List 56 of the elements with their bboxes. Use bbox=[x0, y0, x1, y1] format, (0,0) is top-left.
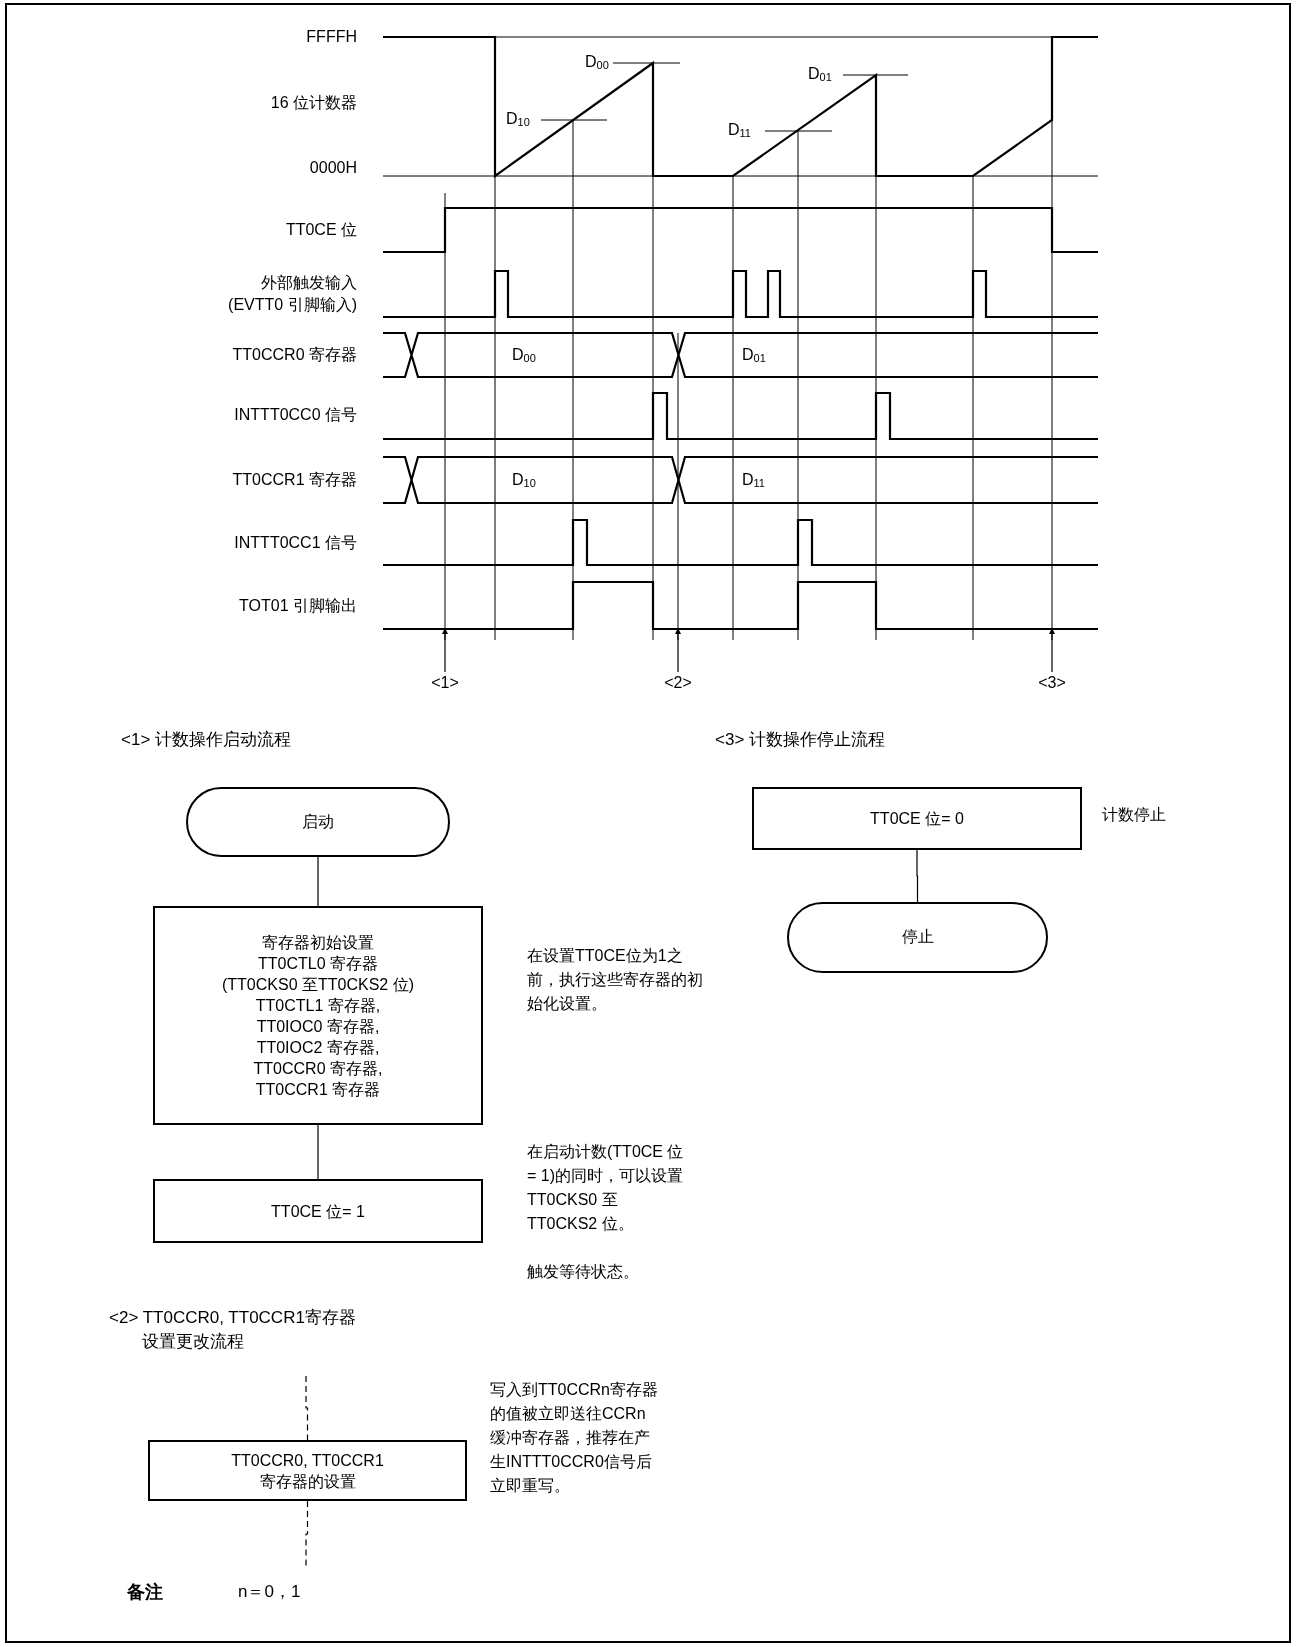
process-box bbox=[148, 1440, 467, 1501]
note-text: 触发等待状态。 bbox=[527, 1262, 640, 1282]
note-heading: 备注 bbox=[127, 1581, 164, 1604]
note-text: 写入到TT0CCRn寄存器的值被立即送往CCRn缓冲寄存器，推荐在产生INTTT0CCR0信号后立即重写。 bbox=[490, 1380, 658, 1496]
value-label: D$_{10}$ bbox=[512, 470, 537, 491]
marker-label: <1> bbox=[425, 672, 465, 694]
value-label: D$_{11}$ bbox=[728, 120, 752, 141]
arrow bbox=[442, 627, 448, 673]
marker-label: <2> bbox=[658, 672, 698, 694]
signal-label: TOT01 引脚输出 bbox=[238, 596, 357, 616]
signal-label: 外部触发输入 (EVTT0 引脚输入) bbox=[227, 273, 357, 315]
box-text: TT0CE 位= 1 bbox=[271, 1201, 365, 1222]
connector-line bbox=[317, 856, 319, 907]
signal-label: TT0CE 位 bbox=[284, 220, 357, 240]
connector-line bbox=[317, 1124, 319, 1180]
value-label: D$_{11}$ bbox=[742, 470, 766, 491]
box-text: TT0CCR0, TT0CCR1 寄存器的设置 bbox=[230, 1450, 385, 1492]
box-text: 寄存器初始设置 bbox=[262, 932, 374, 953]
box-text: TT0CCR1 寄存器 bbox=[255, 1079, 381, 1100]
signal-label: TT0CCR0 寄存器 bbox=[231, 345, 357, 365]
process-box bbox=[153, 906, 483, 1125]
signal-label: TT0CCR1 寄存器 bbox=[231, 470, 357, 490]
box-text: TT0CTL0 寄存器 bbox=[258, 953, 378, 974]
note-text: 在启动计数(TT0CE 位= 1)的同时，可以设置TT0CKS0 至TT0CKS2 位。 bbox=[527, 1142, 685, 1234]
marker-label: <3> bbox=[1032, 672, 1072, 694]
value-label: D$_{00}$ bbox=[585, 52, 610, 73]
arrow bbox=[1049, 627, 1055, 673]
note-text: 计数停止 bbox=[1102, 805, 1167, 825]
section-heading: <3> 计数操作停止流程 bbox=[715, 729, 887, 751]
connector-line bbox=[305, 1375, 309, 1441]
connector-line bbox=[916, 849, 919, 903]
note-text: n＝0，1 bbox=[238, 1581, 302, 1603]
signal-label: INTTT0CC1 信号 bbox=[233, 533, 357, 553]
signal-label: INTTT0CC0 信号 bbox=[233, 405, 357, 425]
value-label: D$_{01}$ bbox=[742, 345, 767, 366]
box-text: TT0IOC2 寄存器, bbox=[256, 1037, 380, 1058]
section-heading: <2> TT0CCR0, TT0CCR1寄存器设置更改流程 bbox=[109, 1307, 357, 1353]
value-label: D$_{01}$ bbox=[808, 64, 833, 85]
note-text: 在设置TT0CE位为1之前，执行这些寄存器的初始化设置。 bbox=[527, 946, 704, 1014]
connector-line bbox=[305, 1500, 309, 1568]
signal-label: 0000H bbox=[308, 158, 357, 178]
value-label: D$_{10}$ bbox=[506, 109, 531, 130]
section-heading: <1> 计数操作启动流程 bbox=[121, 729, 293, 751]
box-text: TT0IOC0 寄存器, bbox=[256, 1016, 380, 1037]
process-box bbox=[153, 1179, 483, 1243]
signal-label: 16 位计数器 bbox=[269, 93, 357, 113]
value-label: D$_{00}$ bbox=[512, 345, 537, 366]
signal-label: FFFFH bbox=[305, 27, 357, 47]
terminal-shape: 启动 bbox=[186, 787, 450, 857]
terminal-shape: 停止 bbox=[787, 902, 1048, 973]
box-text: TT0CTL1 寄存器, bbox=[255, 995, 381, 1016]
process-box bbox=[752, 787, 1082, 850]
box-text: (TT0CKS0 至TT0CKS2 位) bbox=[222, 974, 414, 995]
box-text: TT0CE 位= 0 bbox=[870, 809, 964, 829]
arrow bbox=[675, 627, 681, 673]
box-text: TT0CCR0 寄存器, bbox=[253, 1058, 383, 1079]
